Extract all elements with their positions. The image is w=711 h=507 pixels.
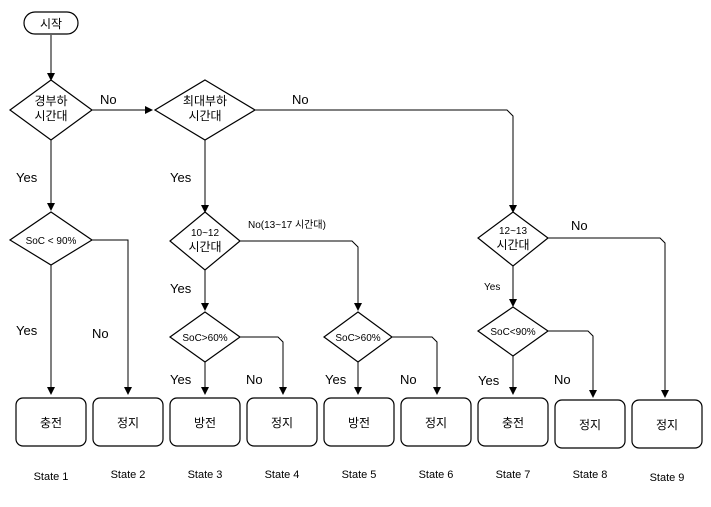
action-stop-4: 정지 xyxy=(271,416,293,430)
label-yes-4: Yes xyxy=(170,281,192,296)
action-charge-1: 충전 xyxy=(40,416,62,430)
action-discharge-5: 방전 xyxy=(348,416,370,430)
label-no-1: No xyxy=(100,92,117,107)
decision-time-10-12-line1: 10~12 xyxy=(191,228,220,239)
decision-max-load-line2: 시간대 xyxy=(188,109,221,123)
start-terminal: 시작 xyxy=(23,11,79,35)
label-yes-3: Yes xyxy=(484,282,500,293)
state-label-3: State 3 xyxy=(188,469,223,481)
action-box-5: 방전 xyxy=(323,397,395,447)
label-yes-2: Yes xyxy=(170,170,192,185)
action-box-9: 정지 xyxy=(631,399,703,449)
decision-soc-lt-90-text: SoC < 90% xyxy=(26,236,77,247)
action-discharge-3: 방전 xyxy=(194,416,216,430)
state-label-4: State 4 xyxy=(265,469,300,481)
decision-light-load: 경부하 시간대 xyxy=(8,79,94,141)
action-box-4: 정지 xyxy=(246,397,318,447)
decision-max-load-line1: 최대부하 xyxy=(183,94,227,108)
decision-time-12-13-line1: 12~13 xyxy=(499,226,528,237)
label-yes-6: Yes xyxy=(170,372,192,387)
label-no-6: No xyxy=(400,372,417,387)
decision-soc-gt-60-a-text: SoC>60% xyxy=(182,333,227,344)
action-stop-2: 정지 xyxy=(117,416,139,430)
state-label-1: State 1 xyxy=(34,471,69,483)
action-stop-6: 정지 xyxy=(425,416,447,430)
label-no-13-17: No(13~17 시간대) xyxy=(248,219,326,231)
decision-soc-lt-90-b: SoC<90% xyxy=(476,306,550,357)
label-no-2: No xyxy=(292,92,309,107)
decision-time-10-12-line2: 시간대 xyxy=(188,240,221,254)
action-box-2: 정지 xyxy=(92,397,164,447)
decision-soc-gt-60-b: SoC>60% xyxy=(322,311,394,363)
decision-light-load-line2: 시간대 xyxy=(34,109,67,123)
state-label-7: State 7 xyxy=(496,469,531,481)
label-no-7: No xyxy=(554,372,571,387)
label-yes-5: Yes xyxy=(16,323,38,338)
branch-labels: No No Yes Yes No(13~17 시간대) No Yes Yes Y… xyxy=(16,92,588,388)
decision-soc-lt-90-b-text: SoC<90% xyxy=(490,327,535,338)
decision-max-load: 최대부하 시간대 xyxy=(153,79,257,141)
decision-soc-lt-90: SoC < 90% xyxy=(8,211,94,266)
action-box-3: 방전 xyxy=(169,397,241,447)
action-box-1: 충전 xyxy=(15,397,87,447)
label-yes-8: Yes xyxy=(478,373,500,388)
action-charge-7: 충전 xyxy=(502,416,524,430)
start-label: 시작 xyxy=(40,17,62,31)
label-yes-1: Yes xyxy=(16,170,38,185)
state-label-9: State 9 xyxy=(650,472,685,484)
label-no-3: No xyxy=(571,218,588,233)
decision-time-10-12: 10~12 시간대 xyxy=(169,211,241,271)
state-label-2: State 2 xyxy=(111,469,146,481)
state-label-8: State 8 xyxy=(573,469,608,481)
decision-soc-gt-60-a: SoC>60% xyxy=(168,311,242,363)
state-labels: State 1 State 2 State 3 State 4 State 5 … xyxy=(34,469,685,484)
connectors xyxy=(47,35,669,398)
action-stop-9: 정지 xyxy=(656,418,678,432)
label-no-5: No xyxy=(246,372,263,387)
action-box-7: 충전 xyxy=(477,397,549,447)
decision-light-load-line1: 경부하 xyxy=(34,94,67,108)
label-yes-7: Yes xyxy=(325,372,347,387)
decision-time-12-13: 12~13 시간대 xyxy=(477,211,549,267)
label-no-4: No xyxy=(92,326,109,341)
action-box-6: 정지 xyxy=(400,397,472,447)
state-label-5: State 5 xyxy=(342,469,377,481)
decision-soc-gt-60-b-text: SoC>60% xyxy=(335,333,380,344)
action-stop-8: 정지 xyxy=(579,418,601,432)
decision-time-12-13-line2: 시간대 xyxy=(496,238,529,252)
state-label-6: State 6 xyxy=(419,469,454,481)
action-box-8: 정지 xyxy=(554,399,626,449)
